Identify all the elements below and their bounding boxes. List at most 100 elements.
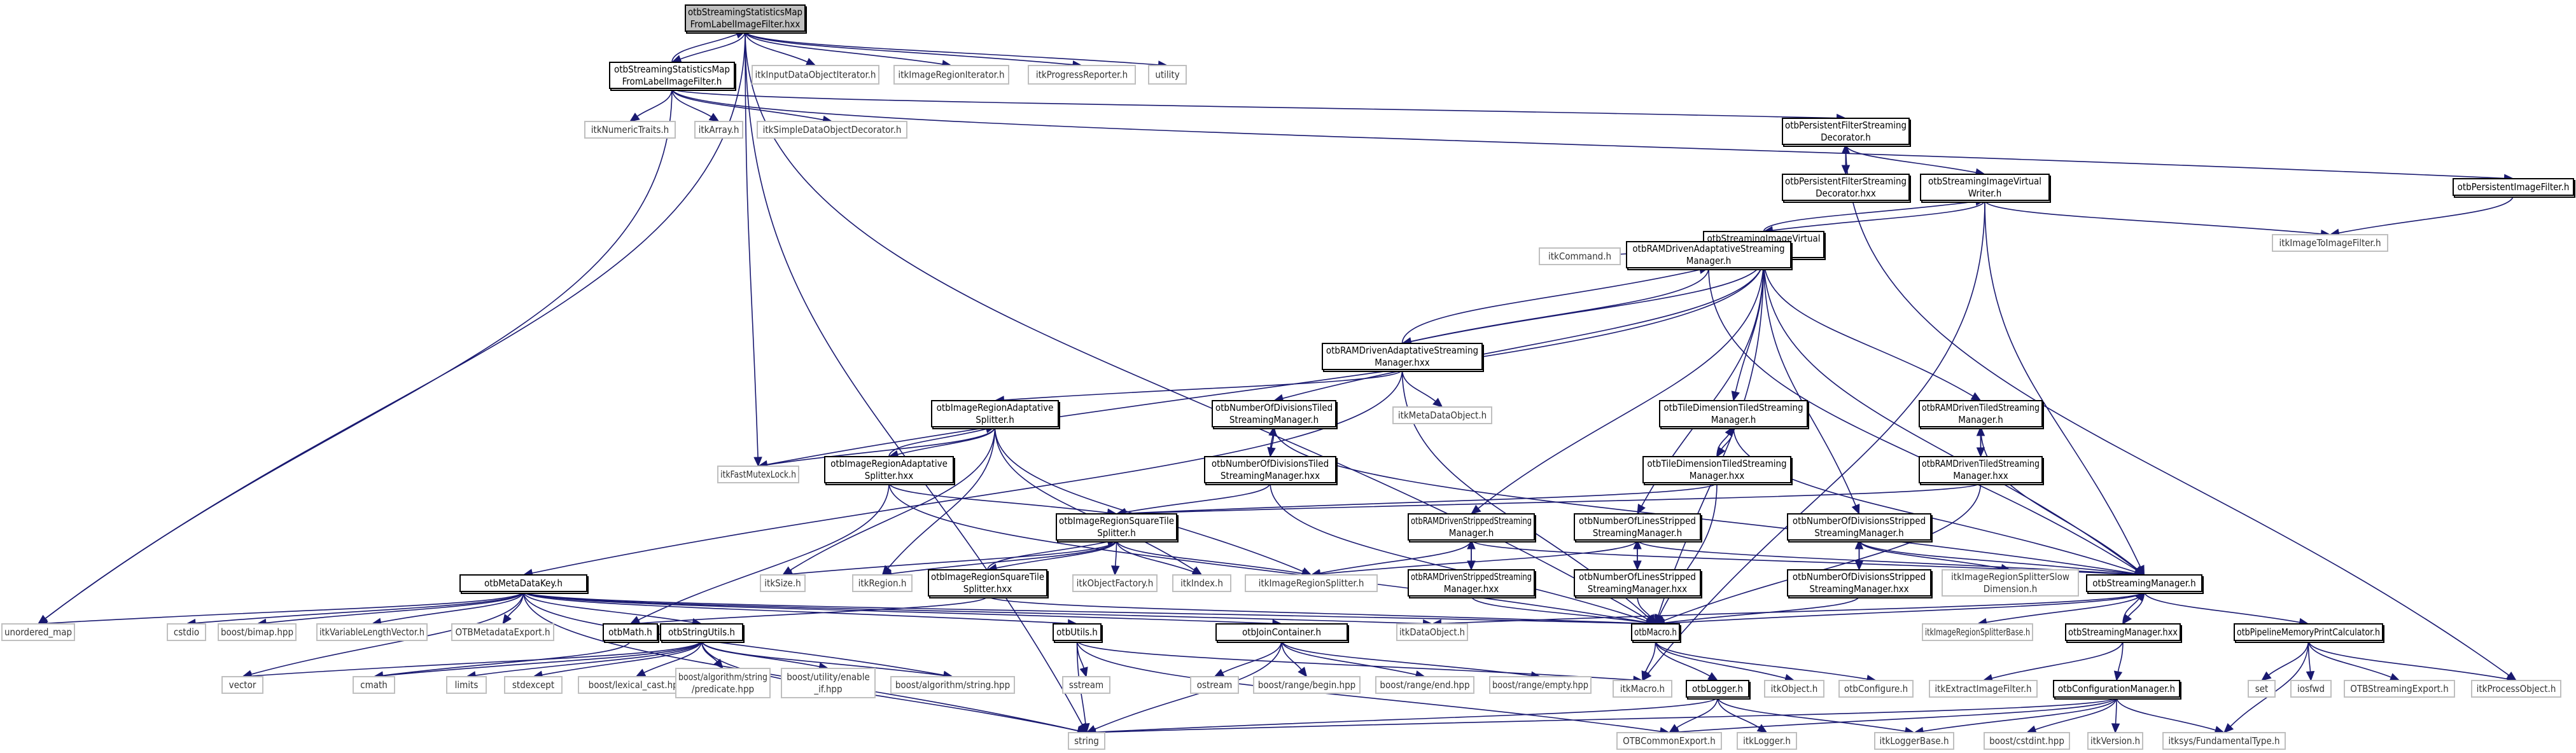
edge-join-to-string xyxy=(1086,640,1282,733)
node-box xyxy=(459,574,587,592)
edge-line xyxy=(887,426,996,569)
node-label: otbConfigure.h xyxy=(1844,683,1908,694)
node-otbramdrivenadaptativestreamingmanager-hxx[interactable]: otbRAMDrivenAdaptativeStreamingManager.h… xyxy=(1322,343,1484,372)
node-box xyxy=(1984,732,2070,750)
node-otbpersistentimagefilter-h[interactable]: otbPersistentImageFilter.h xyxy=(2453,178,2575,198)
edge-pfsd_h-to-sivw_h xyxy=(1845,144,1986,177)
edge-line xyxy=(791,539,1117,575)
arrowhead-icon xyxy=(713,658,724,669)
node-otbstreamingmanager-hxx[interactable]: otbStreamingManager.hxx xyxy=(2065,623,2182,643)
edge-sm_h-to-irsb xyxy=(1977,591,2145,627)
node-box xyxy=(2453,178,2574,196)
edge-line xyxy=(1772,200,1985,231)
node-label: itkImageToImageFilter.h xyxy=(2279,237,2381,249)
node-label: Splitter.h xyxy=(1097,527,1136,539)
node-otbnumberoflinesstrippedstreamingmanager-hxx[interactable]: otbNumberOfLinesStrippedStreamingManager… xyxy=(1574,569,1702,598)
node-itkindex-h: itkIndex.h xyxy=(1172,574,1231,592)
edge-line xyxy=(987,595,1647,625)
node-box xyxy=(1922,623,2033,641)
node-otbnumberofdivisionsstrippedstreamingmanager-hxx[interactable]: otbNumberOfDivisionsStrippedStreamingMan… xyxy=(1787,569,1933,598)
edge-line xyxy=(1677,696,2117,733)
node-itkversion-h: itkVersion.h xyxy=(2087,732,2143,750)
edge-line xyxy=(46,591,524,624)
node-otbpipelinememoryprintcalculator-h[interactable]: otbPipelineMemoryPrintCalculator.h xyxy=(2234,623,2384,643)
edge-line xyxy=(996,539,1117,569)
node-box xyxy=(1253,676,1361,694)
node-boost-lexical-cast-hpp: boost/lexical_cast.hpp xyxy=(578,676,694,694)
node-otbtiledimensiontiledstreamingmanager-hxx[interactable]: otbTileDimensionTiledStreamingManager.hx… xyxy=(1642,456,1793,485)
edge-line xyxy=(2115,696,2117,724)
node-label: Manager.hxx xyxy=(1953,470,2008,481)
node-box xyxy=(852,574,913,592)
node-label: Splitter.hxx xyxy=(963,583,1012,595)
node-label: boost/lexical_cast.hpp xyxy=(589,679,684,691)
edge-macro-to-logger xyxy=(1655,640,1719,681)
node-box xyxy=(1919,456,2043,483)
node-label: vector xyxy=(229,679,256,691)
node-otbnumberoflinesstrippedstreamingmanager-h[interactable]: otbNumberOfLinesStrippedStreamingManager… xyxy=(1574,513,1702,542)
node-box xyxy=(2065,623,2181,641)
node-otbstreamingstatisticsmapfromlabelimagefilter-h[interactable]: otbStreamingStatisticsMapFromLabelImageF… xyxy=(609,62,736,91)
edge-line xyxy=(987,541,1108,570)
node-label: itkLoggerBase.h xyxy=(1879,735,1949,747)
edge-pif-to-i2i xyxy=(2329,195,2514,237)
node-box xyxy=(1204,456,1336,483)
node-box xyxy=(1053,623,1102,641)
node-otbnumberofdivisionstiledstreamingmanager-h[interactable]: otbNumberOfDivisionsTiledStreamingManage… xyxy=(1212,400,1338,429)
node-otbnumberofdivisionstiledstreamingmanager-hxx[interactable]: otbNumberOfDivisionsTiledStreamingManage… xyxy=(1204,456,1338,485)
node-label: itkImageRegionSplitterSlow xyxy=(1951,571,2069,583)
node-otbpersistentfilterstreamingdecorator-hxx[interactable]: otbPersistentFilterStreamingDecorator.hx… xyxy=(1782,174,1911,203)
edge-line xyxy=(522,591,1424,625)
node-label: otbImageRegionSquareTile xyxy=(1059,515,1174,527)
node-otblogger-h[interactable]: otbLogger.h xyxy=(1686,680,1751,700)
node-label: FromLabelImageFilter.h xyxy=(622,76,722,87)
edge-line xyxy=(1645,640,1656,673)
edge-line xyxy=(2117,640,2124,672)
edge-nods_hxx-to-nods_h xyxy=(1854,539,1864,570)
edge-line xyxy=(265,591,524,624)
node-otbmetadatakey-h[interactable]: otbMetaDataKey.h xyxy=(459,574,589,594)
node-label: FromLabelImageFilter.hxx xyxy=(690,18,801,30)
node-label: itkIndex.h xyxy=(1180,577,1223,589)
edge-line xyxy=(1125,482,1718,515)
edge-line xyxy=(522,591,1068,625)
edge-line xyxy=(1991,640,2124,679)
node-otbstreamingstatisticsmapfromlabelimagefilter-hxx[interactable]: otbStreamingStatisticsMapFromLabelImageF… xyxy=(685,4,807,34)
node-otbstringutils-h[interactable]: otbStringUtils.h xyxy=(660,623,745,643)
node-otbnumberofdivisionsstrippedstreamingmanager-h[interactable]: otbNumberOfDivisionsStrippedStreamingMan… xyxy=(1787,513,1933,542)
node-otbutils-h[interactable]: otbUtils.h xyxy=(1053,623,1103,643)
edge-line xyxy=(897,426,996,455)
arrowhead-icon xyxy=(2260,671,2272,681)
edge-line xyxy=(1664,595,1860,624)
node-otbstreamingmanager-h[interactable]: otbStreamingManager.h xyxy=(2086,574,2204,594)
node-box xyxy=(824,456,954,483)
edge-irst_h-to-index xyxy=(1116,539,1203,576)
node-otbconfigurationmanager-h[interactable]: otbConfigurationManager.h xyxy=(2053,680,2181,700)
edge-line xyxy=(1125,482,1271,513)
node-cmath: cmath xyxy=(353,676,395,694)
edge-smh-to-pfsd_h xyxy=(671,88,1847,123)
node-label: Manager.h xyxy=(1686,255,1732,266)
arrowhead-icon xyxy=(1707,672,1719,681)
edge-sm_h-to-pmpc xyxy=(2143,591,2309,627)
arrowhead-icon xyxy=(2306,671,2315,682)
node-box xyxy=(1626,241,1791,268)
edge-root-to-regIter xyxy=(745,31,953,69)
node-otbjoincontainer-h[interactable]: otbJoinContainer.h xyxy=(1215,623,1349,643)
node-otbmacro-h[interactable]: otbMacro.h xyxy=(1631,623,1681,643)
node-otbmath-h[interactable]: otbMath.h xyxy=(603,623,659,643)
edge-pmpc-to-set xyxy=(2260,640,2309,681)
